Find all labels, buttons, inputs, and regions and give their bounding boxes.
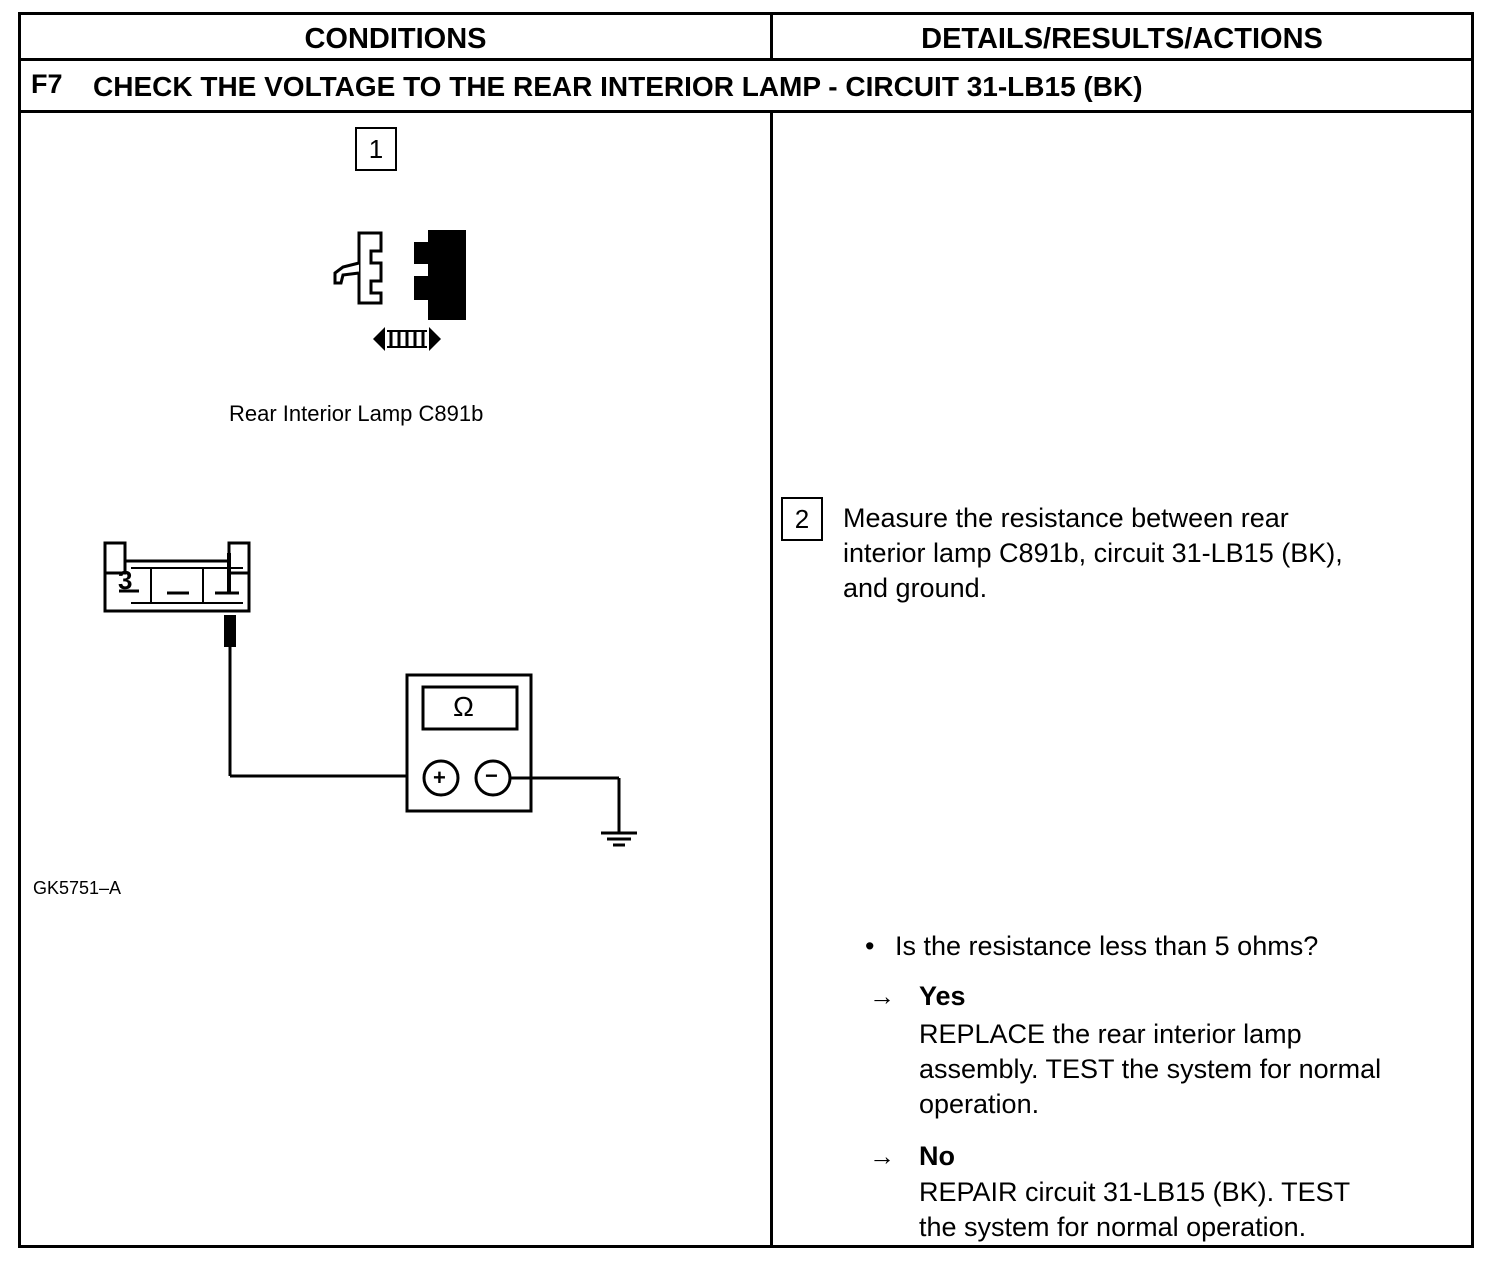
step-id: F7 (31, 69, 63, 99)
figure-id: GK5751–A (33, 878, 122, 898)
resistance-test-diagram (103, 541, 637, 847)
no-line-2: the system for normal operation. (919, 1212, 1307, 1242)
conditions-header: CONDITIONS (21, 15, 773, 58)
plus-terminal-label: + (433, 765, 446, 790)
table-header-row: CONDITIONS DETAILS/RESULTS/ACTIONS (21, 15, 1471, 61)
connector-caption: Rear Interior Lamp C891b (229, 401, 484, 426)
connector-illustration (333, 230, 466, 351)
yes-line-1: REPLACE the rear interior lamp (919, 1019, 1302, 1049)
minus-terminal-label: − (485, 763, 498, 788)
conditions-cell: 1 Rear Interior Lamp C891b (21, 113, 773, 1248)
no-label: No (919, 1141, 955, 1171)
yes-line-2: assembly. TEST the system for normal (919, 1054, 1382, 1084)
no-line-1: REPAIR circuit 31-LB15 (BK). TEST (919, 1177, 1351, 1207)
step-title: CHECK THE VOLTAGE TO THE REAR INTERIOR L… (93, 71, 1143, 102)
yes-label: Yes (919, 981, 966, 1011)
details-cell: 2 Measure the resistance between rear in… (773, 113, 1471, 1248)
no-action: REPAIR circuit 31-LB15 (BK). TEST the sy… (919, 1175, 1350, 1245)
step2-number-box: 2 (781, 497, 823, 541)
arrow-right-icon: → (869, 981, 895, 1011)
ohm-symbol: Ω (453, 691, 474, 722)
step2-instruction: Measure the resistance between rear inte… (843, 501, 1343, 606)
step-title-row: F7 CHECK THE VOLTAGE TO THE REAR INTERIO… (21, 61, 1471, 113)
step2-line-1: Measure the resistance between rear (843, 503, 1289, 533)
step2-line-2: interior lamp C891b, circuit 31-LB15 (BK… (843, 538, 1343, 568)
bullet-icon: • (865, 931, 875, 961)
step1-number-box: 1 (355, 127, 397, 171)
details-header: DETAILS/RESULTS/ACTIONS (921, 23, 1323, 55)
step2-line-3: and ground. (843, 573, 988, 603)
yes-line-3: operation. (919, 1089, 1040, 1119)
diagnostic-table: CONDITIONS DETAILS/RESULTS/ACTIONS F7 CH… (18, 12, 1474, 1248)
question-text: Is the resistance less than 5 ohms? (895, 931, 1319, 961)
pin-number-label: 3 (118, 565, 133, 595)
yes-action: REPLACE the rear interior lamp assembly.… (919, 1017, 1381, 1122)
arrow-right-icon: → (869, 1141, 895, 1171)
